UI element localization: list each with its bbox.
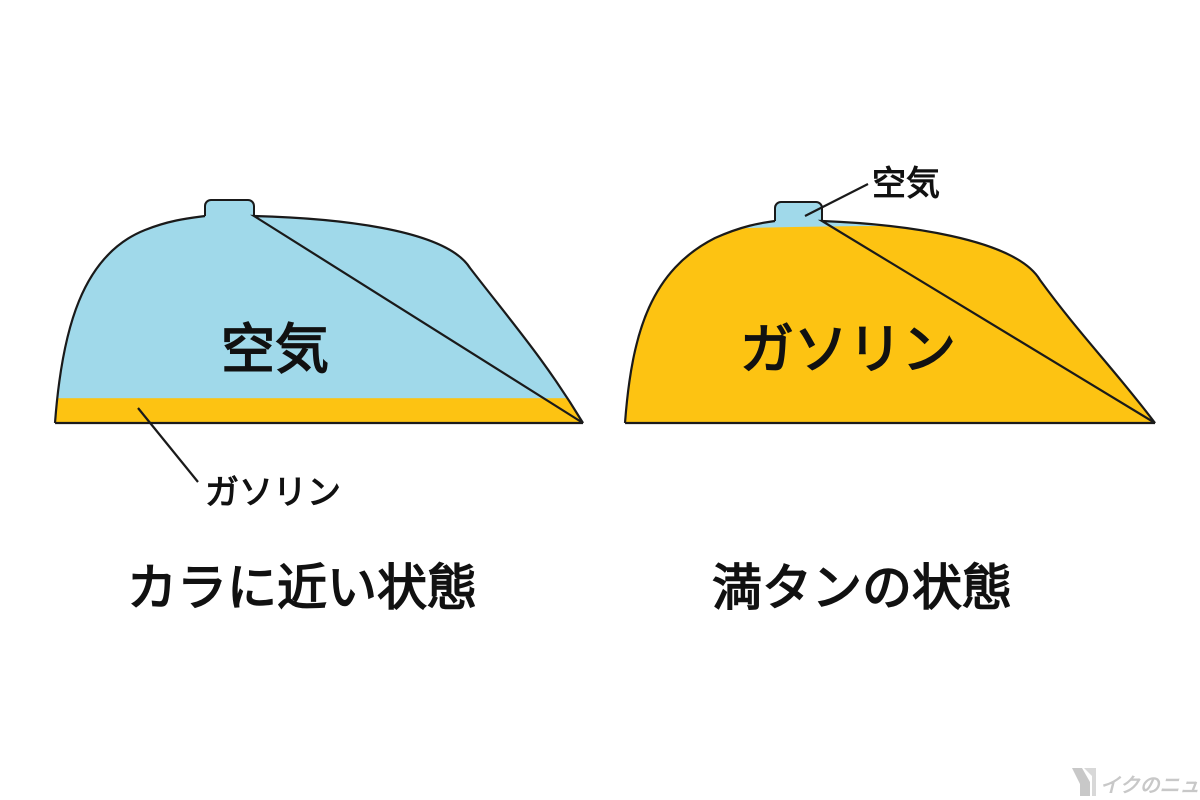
- right-tank-air-label: 空気: [872, 164, 940, 204]
- right-tank-gasoline-fill: [625, 226, 1155, 423]
- left-tank-gasoline-fill: [55, 398, 583, 423]
- left-tank-caption: カラに近い状態: [127, 559, 477, 617]
- left-tank: 空気 ガソリン カラに近い状態: [53, 199, 584, 617]
- right-tank-caption: 満タンの状態: [712, 559, 1012, 617]
- left-tank-gasoline-leader-line: [137, 407, 199, 483]
- left-tank-outline: [53, 214, 584, 425]
- left-tank-air-label: 空気: [221, 318, 329, 381]
- right-tank: ガソリン 空気 満タンの状態: [623, 164, 1156, 617]
- left-tank-gasoline-label: ガソリン: [205, 473, 341, 513]
- left-tank-air-fill: [55, 216, 583, 423]
- bike-logo-icon: [1072, 768, 1096, 796]
- right-tank-gasoline-label: ガソリン: [740, 318, 956, 381]
- watermark-logo: イクのニュース: [1072, 768, 1200, 797]
- watermark-logo-text: イクのニュース: [1100, 773, 1200, 797]
- right-tank-outline: [623, 219, 1156, 425]
- right-tank-air-leader-line: [804, 183, 869, 217]
